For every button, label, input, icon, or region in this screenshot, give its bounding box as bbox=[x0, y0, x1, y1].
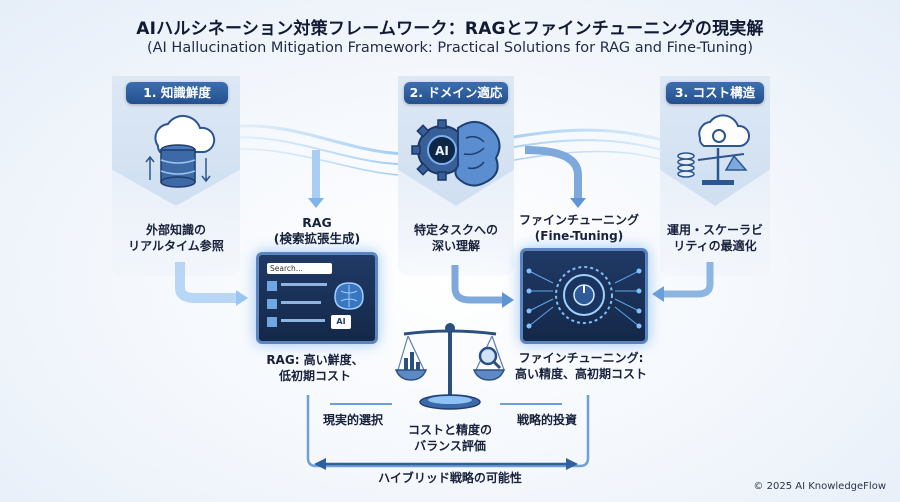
finetune-result-line-2: 高い精度、高初期コスト bbox=[514, 367, 647, 381]
result-thumb-icon bbox=[267, 317, 277, 327]
balance-line-1: コストと精度の bbox=[407, 423, 492, 437]
caption-knowledge-freshness: 外部知識の リアルタイム参照 bbox=[104, 222, 248, 254]
finetune-title-line-1: ファインチューニング bbox=[518, 213, 639, 227]
right-branch-label: 戦略的投資 bbox=[516, 413, 577, 427]
network-knob-icon bbox=[526, 266, 642, 329]
balance-scale-icon bbox=[394, 323, 506, 410]
header-domain-adaptation: 2. ドメイン適応 bbox=[404, 82, 508, 104]
result-line bbox=[281, 283, 327, 286]
caption-domain-line-1: 特定タスクへの bbox=[413, 223, 498, 237]
result-thumb-icon bbox=[267, 281, 277, 291]
rag-title-line-1: RAG bbox=[302, 215, 332, 230]
result-line bbox=[281, 301, 321, 304]
rag-ai-badge: AI bbox=[331, 315, 351, 329]
header-knowledge-freshness: 1. 知識鮮度 bbox=[126, 82, 228, 104]
finetune-title: ファインチューニング (Fine-Tuning) bbox=[512, 212, 646, 244]
page-title: AIハルシネーション対策フレームワーク：RAGとファインチューニングの現実解 bbox=[136, 19, 764, 39]
finetune-panel bbox=[520, 248, 648, 344]
finetune-result-line-1: ファインチューニング: bbox=[518, 351, 644, 365]
caption-cost-structure: 運用・スケーラビ リティの最適化 bbox=[652, 222, 778, 254]
finetune-title-line-2: (Fine-Tuning) bbox=[534, 229, 624, 243]
caption-cost-line-1: 運用・スケーラビ bbox=[666, 223, 763, 237]
caption-knowledge-line-1: 外部知識の bbox=[145, 223, 206, 237]
rag-search-input[interactable]: Search... bbox=[267, 263, 332, 274]
caption-domain-adaptation: 特定タスクへの 深い理解 bbox=[392, 222, 520, 254]
result-thumb-icon bbox=[267, 299, 277, 309]
rag-result: RAG: 高い鮮度、 低初期コスト bbox=[250, 352, 380, 384]
page-subtitle: (AI Hallucination Mitigation Framework: … bbox=[146, 40, 754, 56]
rag-search-panel: Search... AI bbox=[256, 252, 378, 344]
gear-brain-icon: AI bbox=[411, 119, 501, 187]
caption-domain-line-2: 深い理解 bbox=[431, 239, 480, 253]
finetune-result: ファインチューニング: 高い精度、高初期コスト bbox=[508, 350, 654, 382]
rag-title-line-2: (検索拡張生成) bbox=[273, 231, 361, 246]
rag-title: RAG (検索拡張生成) bbox=[262, 215, 372, 247]
header-cost-structure: 3. コスト構造 bbox=[666, 82, 764, 104]
brain-icon bbox=[334, 282, 364, 310]
result-line bbox=[281, 319, 325, 322]
caption-knowledge-line-2: リアルタイム参照 bbox=[128, 239, 224, 253]
balance-line-2: バランス評価 bbox=[414, 439, 486, 453]
cloud-database-icon bbox=[145, 114, 216, 188]
left-branch-label: 現実的選択 bbox=[322, 413, 383, 427]
balance-label: コストと精度の バランス評価 bbox=[392, 422, 508, 454]
hybrid-strategy-label: ハイブリッド戦略の可能性 bbox=[378, 471, 522, 485]
caption-cost-line-2: リティの最適化 bbox=[673, 239, 757, 253]
domain-ai-badge: AI bbox=[435, 144, 449, 158]
cloud-scale-icon bbox=[677, 114, 750, 185]
rag-result-line-2: 低初期コスト bbox=[278, 369, 351, 383]
copyright: © 2025 AI KnowledgeFlow bbox=[753, 481, 886, 492]
rag-result-line-1: RAG: 高い鮮度、 bbox=[266, 353, 364, 367]
